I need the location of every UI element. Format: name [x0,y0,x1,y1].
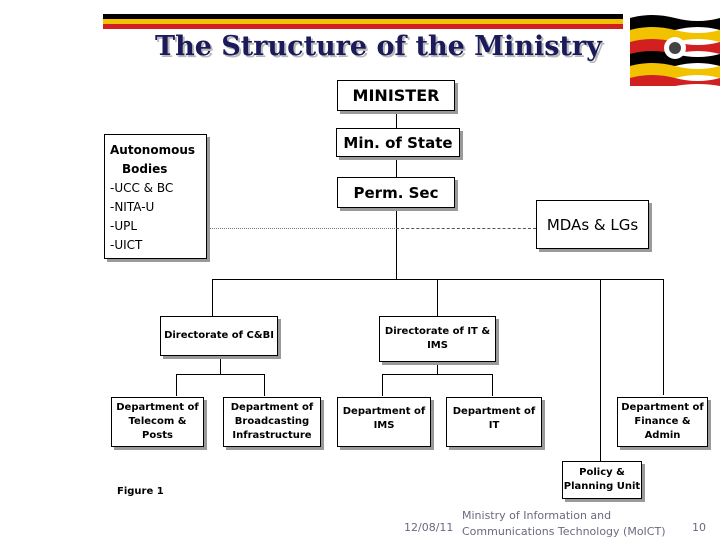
mdas-lgs-label: MDAs & LGs [546,215,639,234]
connector-line [220,358,221,374]
autonomous-item: -UPL [110,219,138,233]
directorate-cbi-label: Directorate of C&BI [164,330,274,341]
figure-label: Figure 1 [117,486,164,497]
directorate-it-label-line2: IMS [427,340,448,351]
connector-line [437,364,438,374]
stripe-yellow [103,19,623,24]
connector-line [437,279,438,316]
connector-line [382,374,383,396]
autonomous-item: -UICT [110,238,143,252]
connector-line [176,374,265,375]
connector-line [663,279,664,395]
dept-it-box: Department of IT [446,397,542,447]
directorate-it-box: Directorate of IT & IMS [379,316,496,362]
directorate-it-label-line1: Directorate of IT & [384,326,491,337]
autonomous-title: Autonomous Bodies [110,143,196,176]
dept-broadcast-box: Department of Broadcasting Infrastructur… [223,397,321,447]
uganda-flag-icon [628,10,722,88]
connector-line [212,279,213,316]
dotted-link-line [207,228,395,229]
connector-line [382,374,493,375]
perm-sec-box: Perm. Sec [337,177,455,208]
dept-ims-box: Department of IMS [337,397,431,447]
mdas-lgs-box: MDAs & LGs [536,200,649,249]
footer-page-number: 10 [692,521,706,534]
stripe-black [103,14,623,19]
minister-label: MINISTER [352,86,440,105]
connector-line [600,279,663,280]
connector-line [264,374,265,396]
policy-planning-box: Policy & Planning Unit [562,461,642,499]
dashed-link-line [396,228,536,229]
autonomous-item: -NITA-U [110,200,155,214]
footer-date: 12/08/11 [404,521,454,534]
autonomous-item: -UCC & BC [110,181,174,195]
connector-line [492,374,493,396]
connector-line [176,374,177,396]
stripe-red [103,24,623,29]
dept-finance-box: Department of Finance & Admin [617,397,708,447]
footer-organization: Ministry of Information and Communicatio… [462,509,666,538]
min-state-box: Min. of State [336,128,460,157]
minister-box: MINISTER [337,80,455,111]
page-title: The Structure of the Ministry [155,31,602,62]
dept-telecom-box: Department of Telecom & Posts [111,397,204,447]
perm-sec-label: Perm. Sec [353,183,439,202]
autonomous-bodies-box: Autonomous Bodies -UCC & BC -NITA-U -UPL… [104,134,207,259]
connector-line [600,279,601,461]
min-state-label: Min. of State [343,133,453,152]
directorate-cbi-box: Directorate of C&BI [160,316,278,356]
connector-line [212,279,601,280]
